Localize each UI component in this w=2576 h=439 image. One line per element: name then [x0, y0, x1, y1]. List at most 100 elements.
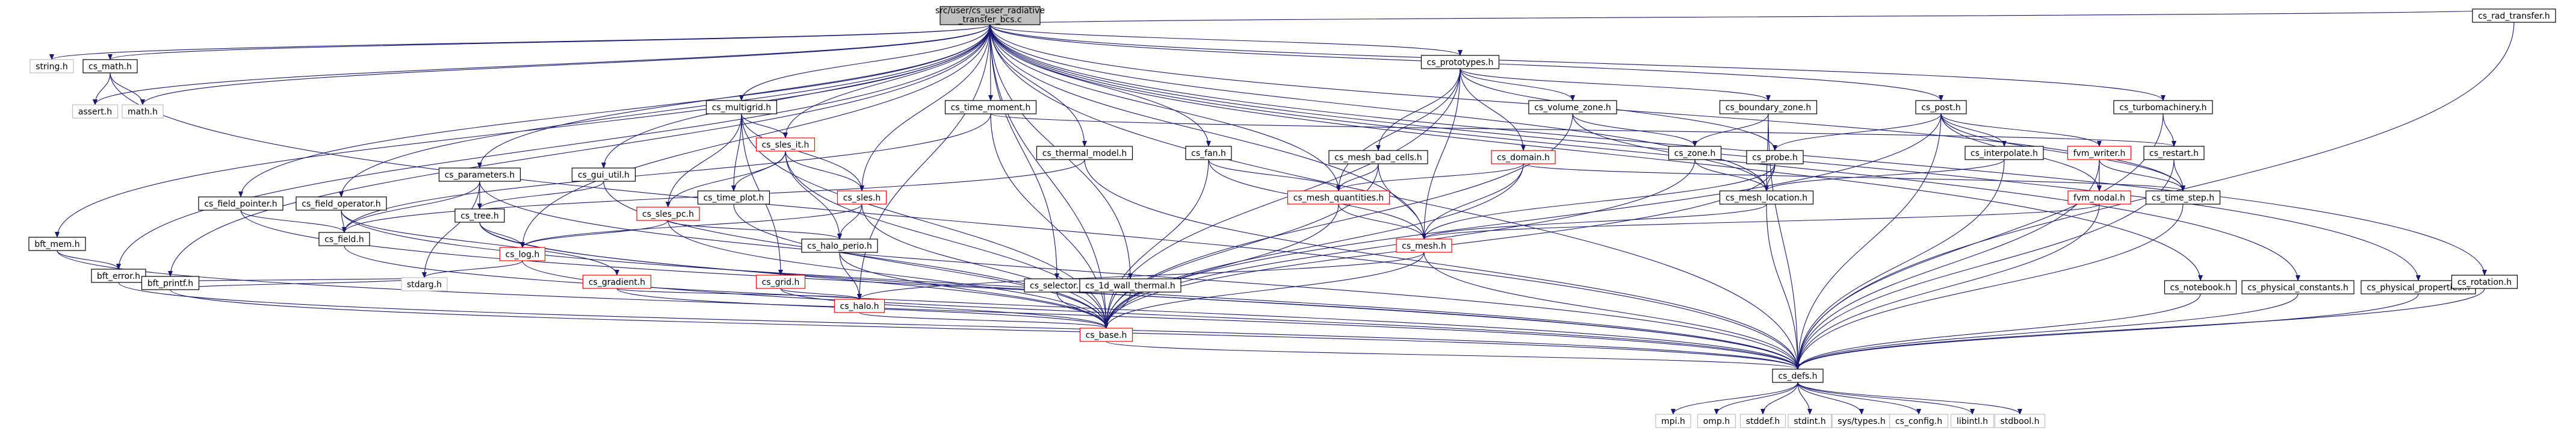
- node-stdbool[interactable]: stdbool.h: [1994, 414, 2046, 428]
- node-cs-physical-constants[interactable]: cs_physical_constants.h: [2241, 280, 2355, 294]
- node-cs-defs[interactable]: cs_defs.h: [1772, 369, 1824, 383]
- node-sys-types[interactable]: sys/types.h: [1831, 414, 1892, 428]
- edge-fvm-writer-to-cs-time-step: [2099, 159, 2185, 191]
- node-stdint[interactable]: stdint.h: [1788, 414, 1832, 428]
- node-cs-base[interactable]: cs_base.h: [1079, 328, 1133, 342]
- node-bft-printf[interactable]: bft_printf.h: [141, 276, 200, 290]
- node-mpi[interactable]: mpi.h: [1655, 414, 1691, 428]
- node-cs-turbomachinery[interactable]: cs_turbomachinery.h: [2113, 100, 2213, 114]
- node-libintl[interactable]: libintl.h: [1950, 414, 1995, 428]
- node-cs-zone[interactable]: cs_zone.h: [1668, 146, 1722, 160]
- edge-cs-math-to-cs-defs: [110, 72, 1800, 370]
- node-cs-field-operator[interactable]: cs_field_operator.h: [296, 196, 387, 211]
- node-cs-rotation[interactable]: cs_rotation.h: [2451, 275, 2518, 289]
- node-stddef[interactable]: stddef.h: [1739, 414, 1786, 428]
- node-assert[interactable]: assert.h: [72, 104, 119, 119]
- edge-cs-time-step-to-cs-defs: [1795, 204, 2184, 370]
- node-bft-mem[interactable]: bft_mem.h: [28, 237, 86, 251]
- edge-cs-sles-it-to-cs-halo-perio: [785, 151, 842, 240]
- node-root[interactable]: src/user/cs_user_radiative_transfer_bcs.…: [935, 6, 1045, 25]
- node-cs-mesh-quantities[interactable]: cs_mesh_quantities.h: [1287, 190, 1390, 205]
- node-cs-parameters[interactable]: cs_parameters.h: [438, 167, 521, 182]
- node-cs-gui-util[interactable]: cs_gui_util.h: [571, 167, 636, 182]
- node-label: cs_time_step.h: [2152, 193, 2214, 203]
- node-cs-rad-transfer[interactable]: cs_rad_transfer.h: [2472, 8, 2556, 23]
- edge-cs-field-operator-to-cs-gradient: [341, 210, 619, 276]
- node-cs-interpolate[interactable]: cs_interpolate.h: [1965, 146, 2044, 160]
- node-cs-domain[interactable]: cs_domain.h: [1491, 150, 1556, 164]
- node-cs-1d-wall-thermal[interactable]: cs_1d_wall_thermal.h: [1079, 278, 1181, 293]
- node-cs-sles[interactable]: cs_sles.h: [837, 190, 887, 205]
- node-cs-math[interactable]: cs_math.h: [82, 59, 138, 73]
- edge-cs-defs-to-cs-config: [1797, 382, 1921, 415]
- node-cs-halo-perio[interactable]: cs_halo_perio.h: [801, 238, 878, 253]
- node-cs-fan[interactable]: cs_fan.h: [1185, 146, 1232, 160]
- node-cs-volume-zone[interactable]: cs_volume_zone.h: [1528, 100, 1617, 114]
- node-cs-mesh[interactable]: cs_mesh.h: [1396, 238, 1452, 253]
- node-cs-mesh-location[interactable]: cs_mesh_location.h: [1719, 190, 1814, 205]
- node-cs-boundary-zone[interactable]: cs_boundary_zone.h: [1719, 100, 1818, 114]
- node-cs-log[interactable]: cs_log.h: [499, 247, 546, 261]
- edge-cs-turbomachinery-to-cs-restart: [2163, 113, 2176, 147]
- edge-bft-mem-to-bft-error: [57, 250, 121, 270]
- node-cs-time-step[interactable]: cs_time_step.h: [2145, 190, 2221, 205]
- edge-cs-domain-to-cs-base: [1104, 163, 1524, 329]
- node-cs-field-pointer[interactable]: cs_field_pointer.h: [198, 196, 283, 211]
- edge-bft-mem-to-cs-defs: [57, 250, 1800, 370]
- node-label: cs_zone.h: [1674, 149, 1716, 158]
- edge-cs-domain-to-cs-mesh-quantities: [1336, 163, 1524, 191]
- node-label: cs_grid.h: [762, 278, 800, 287]
- node-cs-restart[interactable]: cs_restart.h: [2143, 146, 2205, 160]
- node-label: omp.h: [1703, 417, 1730, 426]
- node-label: cs_gui_util.h: [578, 170, 630, 180]
- node-cs-sles-pc[interactable]: cs_sles_pc.h: [636, 207, 700, 221]
- node-label: cs_post.h: [1921, 103, 1961, 113]
- node-cs-field[interactable]: cs_field.h: [318, 232, 370, 246]
- edge-cs-defs-to-sys-types: [1797, 382, 1864, 415]
- node-cs-notebook[interactable]: cs_notebook.h: [2164, 280, 2237, 294]
- node-label: assert.h: [78, 107, 112, 117]
- node-label: cs_time_moment.h: [951, 103, 1031, 113]
- node-label: bft_printf.h: [147, 279, 193, 288]
- edge-cs-fan-to-cs-mesh-quantities: [1208, 159, 1341, 191]
- node-label: bft_mem.h: [34, 240, 79, 249]
- node-cs-thermal-model[interactable]: cs_thermal_model.h: [1036, 146, 1133, 160]
- node-label: bft_error.h: [97, 272, 140, 281]
- node-label: cs_halo.h: [840, 302, 879, 311]
- node-cs-mesh-bad-cells[interactable]: cs_mesh_bad_cells.h: [1328, 150, 1428, 164]
- root-label-line1: src/user/cs_user_radiative: [935, 6, 1045, 16]
- node-cs-gradient[interactable]: cs_gradient.h: [582, 275, 652, 289]
- node-math[interactable]: math.h: [122, 104, 164, 119]
- node-label: math.h: [128, 107, 158, 117]
- edge-cs-volume-zone-to-cs-zone: [1572, 113, 1697, 147]
- edge-cs-mesh-bad-cells-to-cs-mesh: [1378, 163, 1426, 240]
- node-fvm-writer[interactable]: fvm_writer.h: [2067, 146, 2132, 160]
- node-omp[interactable]: omp.h: [1697, 414, 1736, 428]
- node-cs-post[interactable]: cs_post.h: [1915, 100, 1967, 114]
- node-label: cs_mesh_location.h: [1726, 193, 1807, 203]
- node-cs-halo[interactable]: cs_halo.h: [834, 299, 885, 313]
- edge-cs-defs-to-stdint: [1797, 382, 1812, 415]
- node-cs-prototypes[interactable]: cs_prototypes.h: [1420, 55, 1500, 69]
- node-cs-sles-it[interactable]: cs_sles_it.h: [755, 137, 816, 152]
- node-fvm-nodal[interactable]: fvm_nodal.h: [2067, 190, 2131, 205]
- edge-cs-sles-to-cs-log: [520, 204, 862, 248]
- node-label: cs_thermal_model.h: [1042, 149, 1127, 158]
- node-cs-grid[interactable]: cs_grid.h: [755, 275, 806, 289]
- node-cs-probe[interactable]: cs_probe.h: [1746, 150, 1804, 164]
- node-cs-time-moment[interactable]: cs_time_moment.h: [944, 100, 1037, 114]
- node-stdarg[interactable]: stdarg.h: [401, 277, 448, 291]
- node-label: cs_parameters.h: [445, 170, 515, 180]
- edge-cs-multigrid-to-cs-time-plot: [731, 113, 742, 191]
- node-bft-error[interactable]: bft_error.h: [91, 269, 146, 283]
- node-string[interactable]: string.h: [29, 59, 74, 73]
- node-cs-config[interactable]: cs_config.h: [1889, 414, 1949, 428]
- edge-fvm-writer-to-cs-defs: [1795, 159, 2100, 370]
- edge-cs-prototypes-to-cs-domain: [1460, 68, 1526, 151]
- node-cs-tree[interactable]: cs_tree.h: [454, 208, 505, 223]
- node-cs-selector[interactable]: cs_selector.h: [1024, 278, 1090, 293]
- edge-bft-printf-to-stdarg: [170, 277, 427, 290]
- node-cs-multigrid[interactable]: cs_multigrid.h: [705, 100, 778, 114]
- edge-cs-interpolate-to-cs-mesh-location: [1764, 159, 2005, 191]
- node-cs-time-plot[interactable]: cs_time_plot.h: [697, 190, 770, 205]
